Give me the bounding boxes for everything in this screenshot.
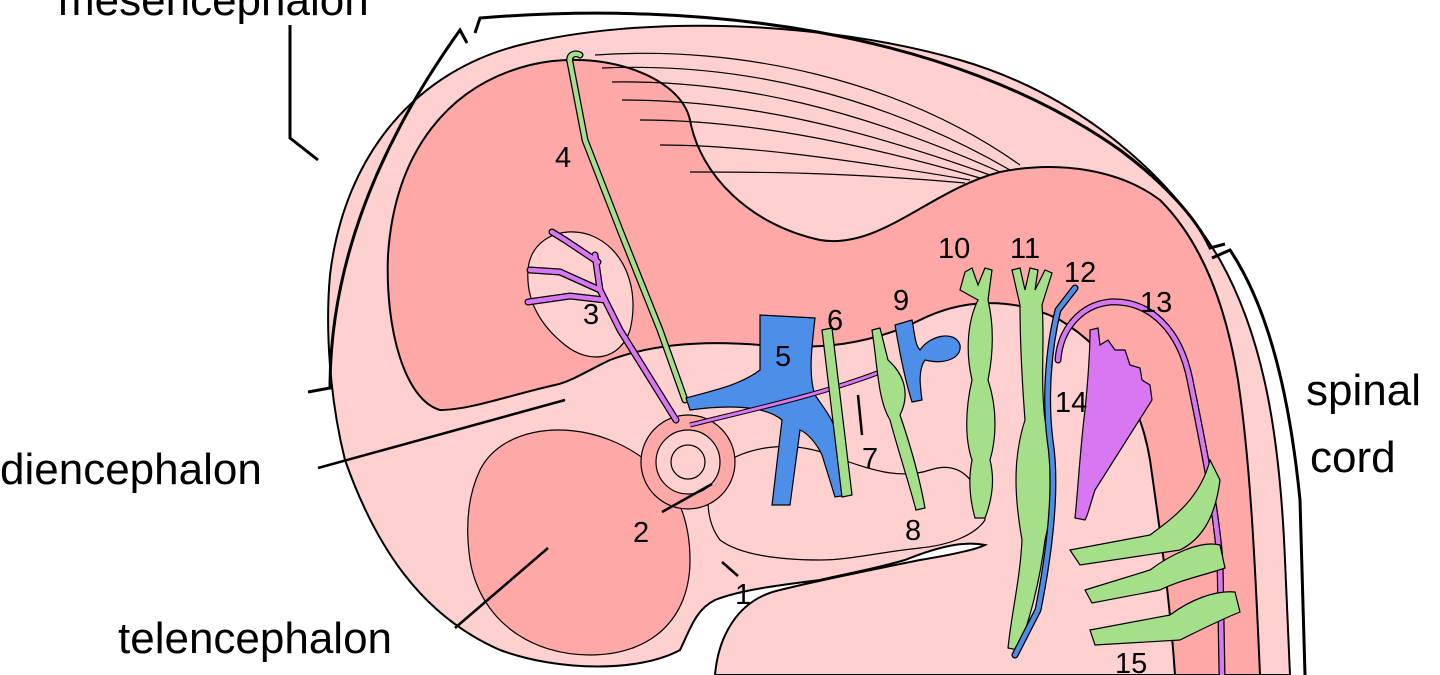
nerve-3-fill (525, 229, 679, 423)
nerve-6 (821, 327, 853, 498)
otic-inner (670, 444, 706, 480)
label-9: 9 (893, 285, 909, 317)
bracket-mesen-arm (288, 25, 319, 162)
label-1: 1 (735, 579, 751, 611)
bracket-mesencephalon (307, 27, 469, 394)
label-cord: cord (1310, 433, 1396, 482)
region-brackets (288, 11, 1307, 675)
nerve-10 (959, 267, 996, 519)
bracket-top (473, 11, 1226, 250)
label-14: 14 (1055, 387, 1087, 419)
brain-tube (386, 58, 1262, 675)
label-3: 3 (583, 299, 599, 331)
label-4: 4 (555, 142, 571, 174)
label-13: 13 (1140, 287, 1172, 319)
leader-lines (317, 398, 739, 629)
bracket-spinal (1211, 248, 1307, 675)
label-telencephalon: telencephalon (118, 614, 392, 663)
nerve-violet-cross (689, 370, 881, 427)
fold-lines (594, 52, 1021, 184)
label-6: 6 (827, 305, 843, 337)
nerve-11-blue (1012, 285, 1078, 658)
spinal-ganglia (1068, 458, 1241, 646)
nerve-9 (894, 319, 961, 403)
label-12: 12 (1064, 257, 1096, 289)
label-5: 5 (775, 341, 791, 373)
nerve-14 (1074, 327, 1153, 521)
label-2: 2 (633, 517, 649, 549)
label-15: 15 (1115, 648, 1147, 675)
label-8: 8 (905, 515, 921, 547)
label-7: 7 (862, 443, 878, 475)
label-mesencephalon: mesencephalon (58, 0, 369, 25)
nerve-7-line (856, 394, 864, 436)
label-diencephalon: diencephalon (0, 445, 262, 494)
label-10: 10 (938, 233, 970, 265)
telencephalon-lobe (467, 429, 691, 656)
label-11: 11 (1010, 233, 1040, 265)
nerve-4 (567, 51, 688, 403)
label-spinal: spinal (1306, 366, 1421, 415)
nerve-8 (871, 327, 926, 511)
